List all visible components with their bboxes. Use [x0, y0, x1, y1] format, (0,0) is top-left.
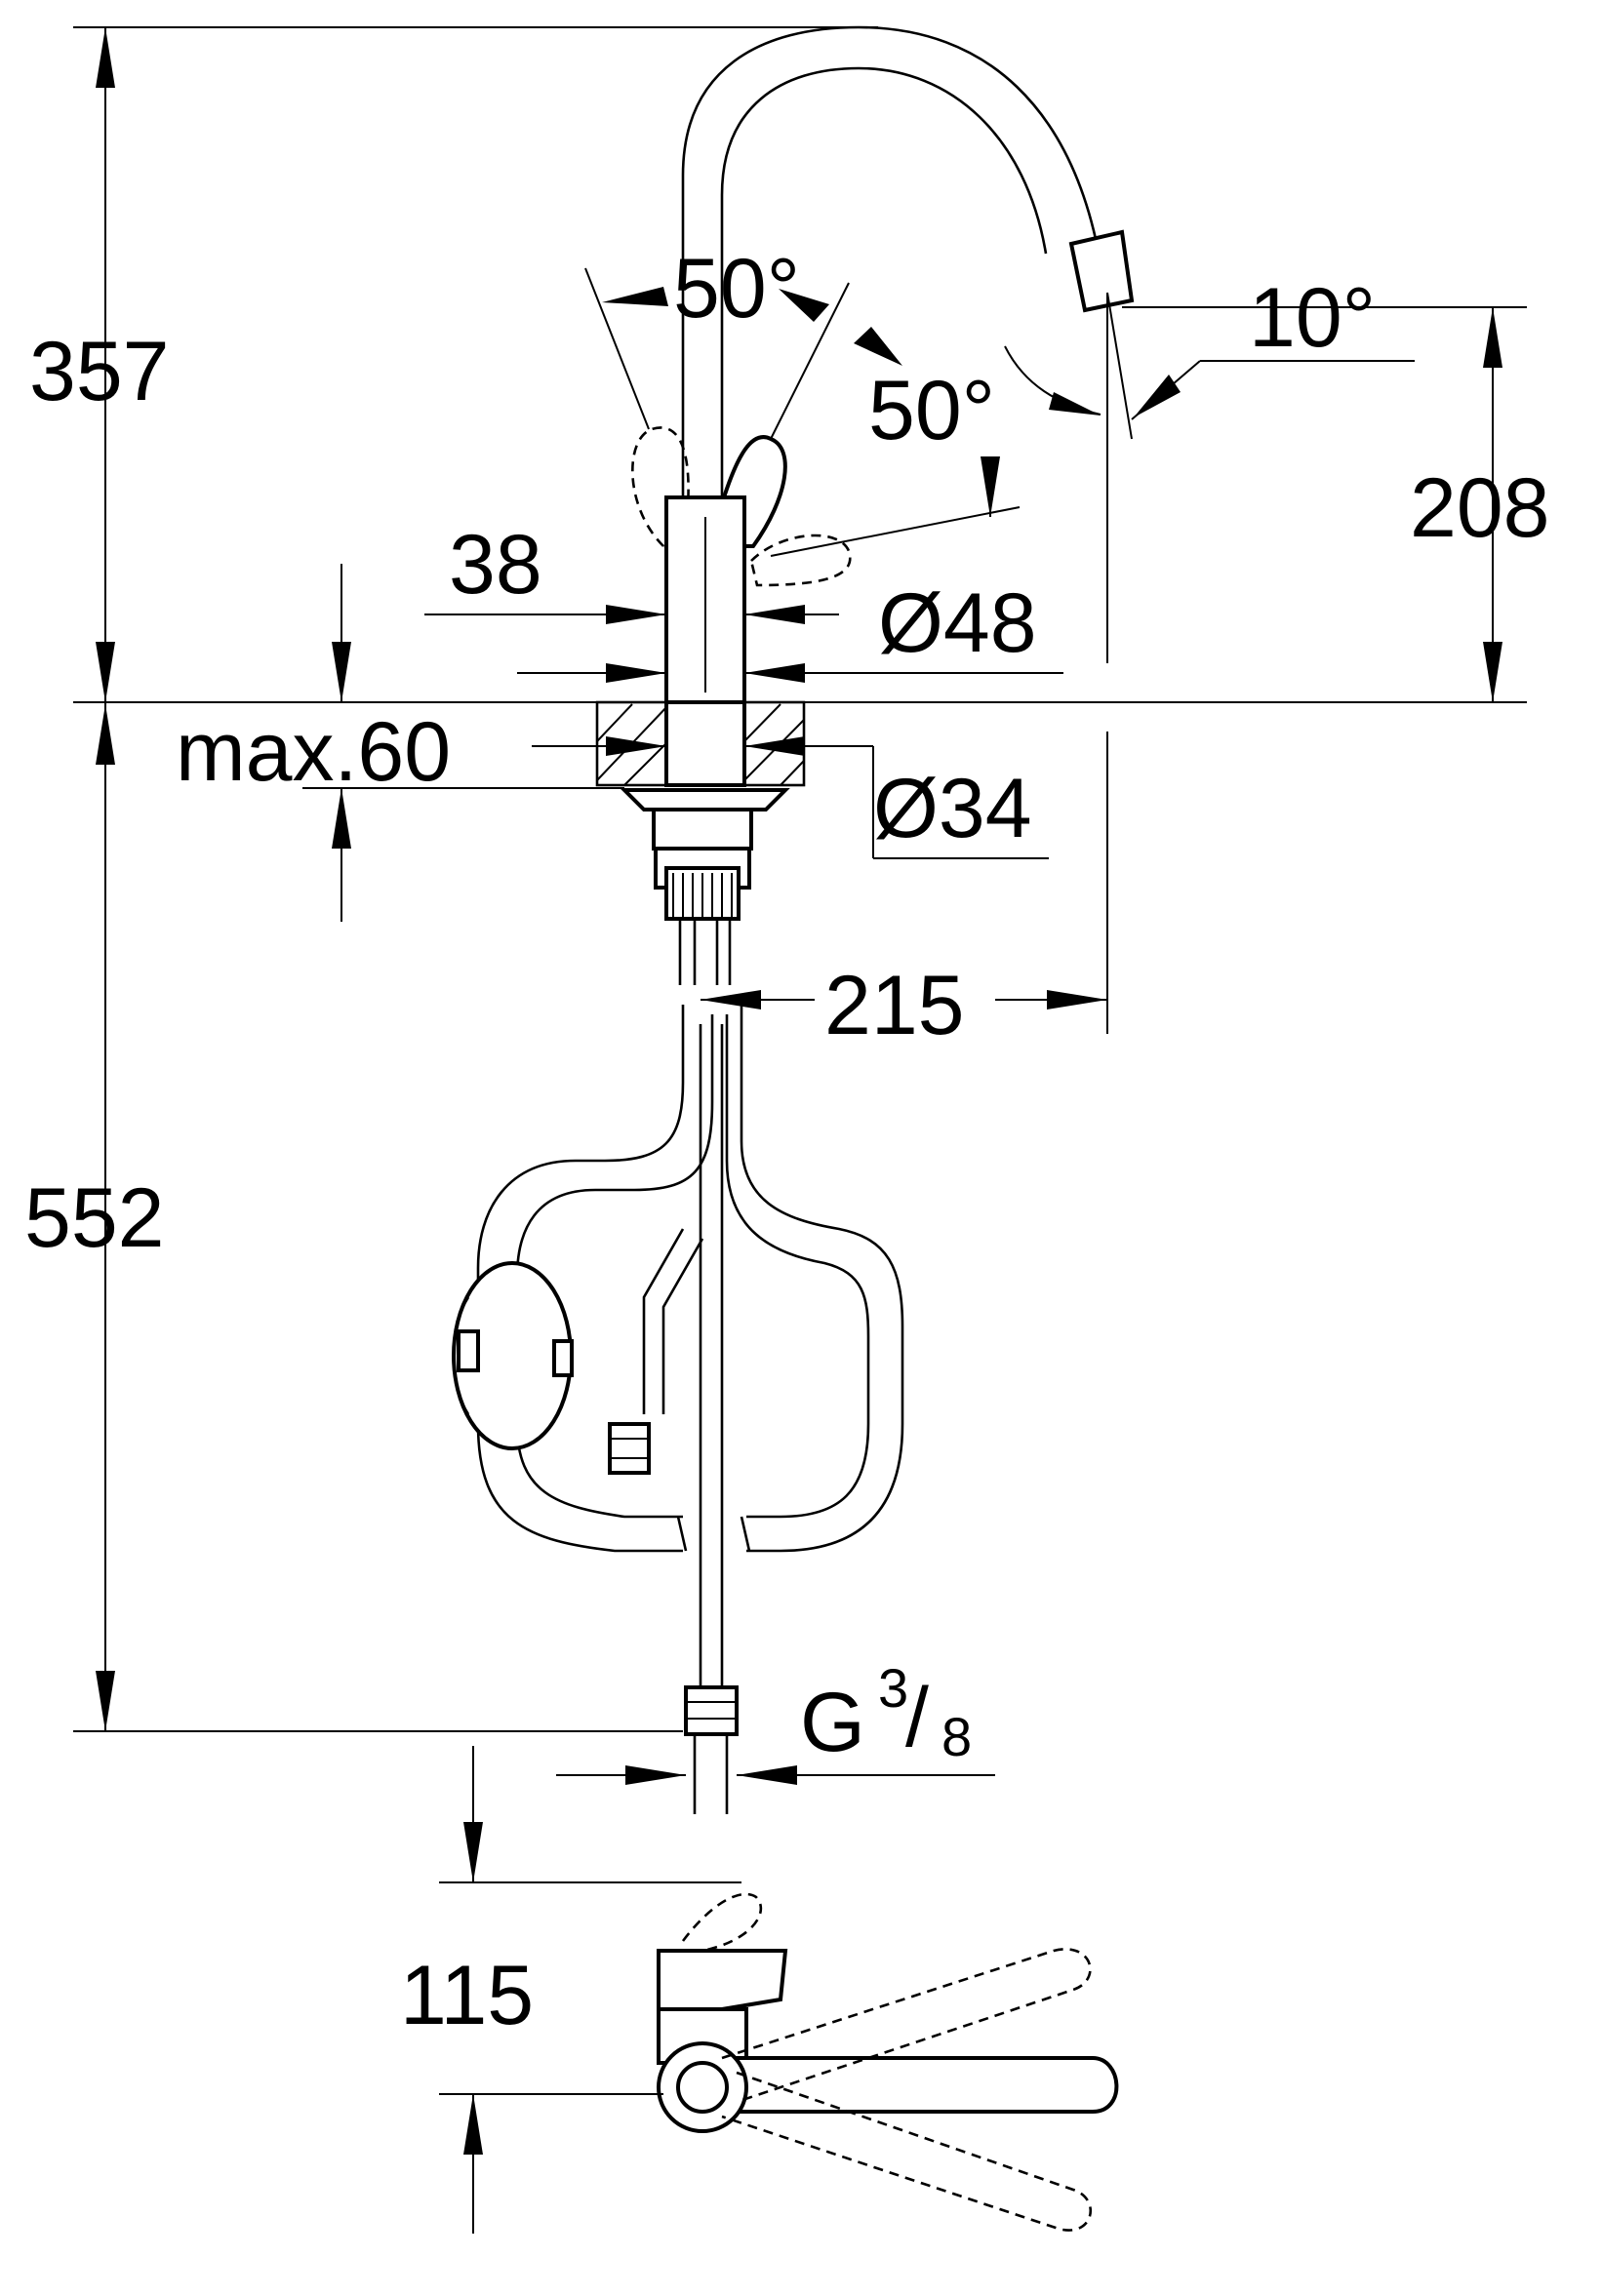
dim-48-label: Ø48: [878, 576, 1037, 670]
thread-g-label: G: [800, 1676, 865, 1769]
angle-50-right-label: 50°: [868, 364, 995, 457]
dim-357-label: 357: [29, 325, 170, 418]
hose-loop-right-inner: [725, 1014, 870, 1519]
hose-connector-left: [608, 1422, 651, 1475]
spout-inner: [720, 66, 1048, 497]
thread-numerator: 3: [878, 1657, 908, 1719]
plan-body: [657, 1949, 788, 2011]
angle-10-label: 10°: [1249, 271, 1376, 365]
dimension-lines: [73, 26, 1527, 2234]
mounting-shank: [652, 808, 753, 851]
thread-denominator: 8: [941, 1706, 972, 1767]
deck-hatch: [595, 700, 806, 787]
hose-loop-outer: [476, 1005, 685, 1553]
dim-34-label: Ø34: [873, 762, 1032, 855]
faucet-plan-view: [657, 1892, 1119, 2232]
hose-loop-right-outer: [740, 1005, 904, 1553]
dim-38-label: 38: [449, 518, 542, 612]
angle-50-left-label: 50°: [673, 242, 800, 336]
dim-215-label: 215: [824, 959, 965, 1052]
faucet-elevation: [595, 25, 1135, 985]
dim-208-label: 208: [1410, 461, 1550, 555]
hose-assembly: [452, 1005, 904, 1814]
hose-loop-inner: [515, 1014, 714, 1519]
thread-slash: /: [905, 1671, 929, 1764]
plan-handle: [715, 2056, 1119, 2114]
mounting-plate: [620, 788, 790, 812]
dim-552-label: 552: [24, 1171, 165, 1265]
thread-label: G 3 / 8: [800, 1657, 972, 1769]
hose-connector-bottom: [684, 1685, 739, 1736]
lever-dashed-right: [749, 534, 852, 587]
spray-head: [1068, 229, 1135, 313]
lever-dashed-left: [631, 426, 690, 548]
dim-max60-label: max.60: [176, 705, 451, 799]
dim-115-label: 115: [400, 1949, 534, 2042]
dimension-labels: 357 552 208 38 Ø48 max.60 Ø34 215 115 50…: [24, 242, 1550, 2042]
